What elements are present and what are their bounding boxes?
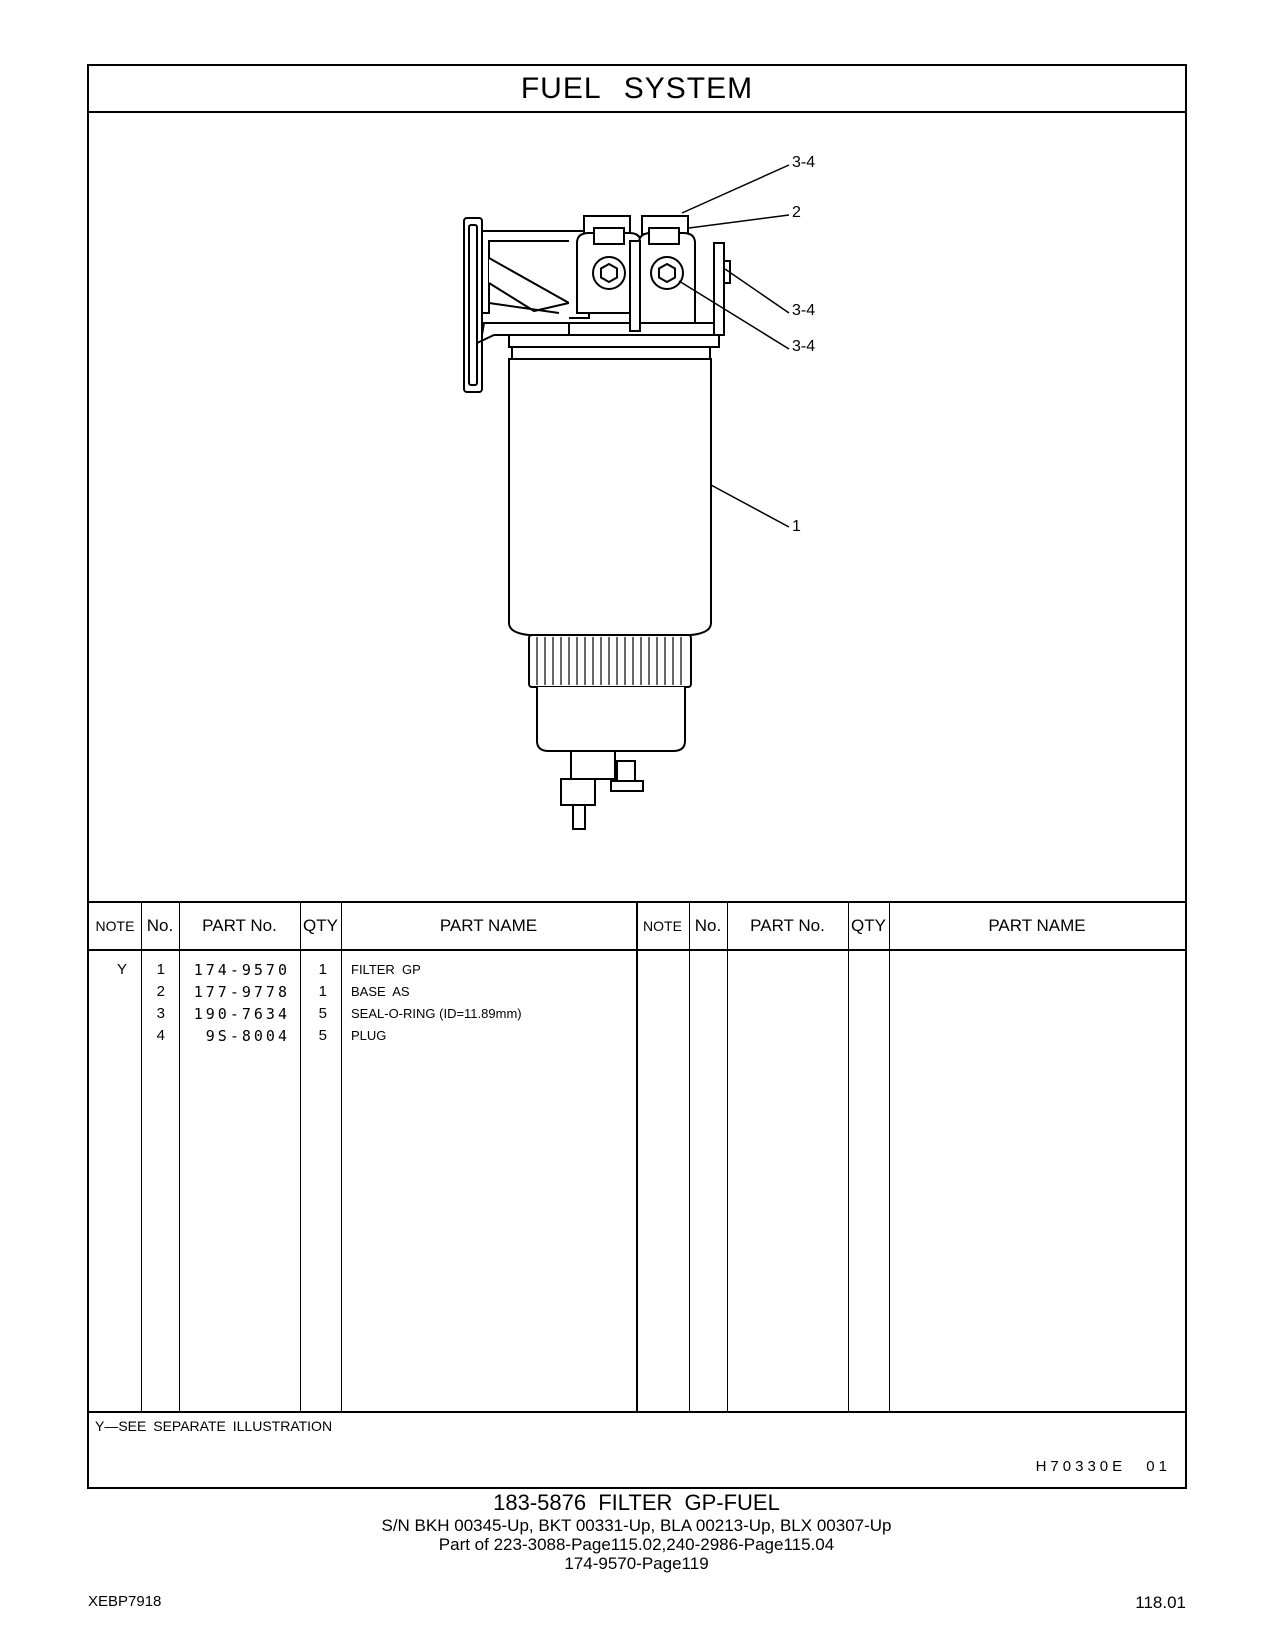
callout-label: 3-4: [792, 302, 816, 319]
header-note: NOTE: [95, 918, 135, 934]
row-qty: 5: [318, 1005, 327, 1022]
part-of-line: Part of 223-3088-Page115.02,240-2986-Pag…: [438, 1535, 835, 1554]
header-part-name: PART NAME: [439, 916, 538, 935]
row-no: 3: [156, 1005, 165, 1022]
callout-label: 1: [792, 518, 801, 535]
doc-code: H70330E 01: [1035, 1458, 1171, 1475]
table-row: 3 190-7634 5 SEAL-O-RING (ID=11.89mm): [89, 1003, 1185, 1025]
callout-label: 3-4: [792, 154, 816, 171]
row-part-no: 177-9778: [193, 983, 290, 1001]
parts-page-frame: FUEL SYSTEM: [87, 64, 1187, 1489]
footnote: Y—SEE SEPARATE ILLUSTRATION: [95, 1418, 333, 1434]
header-part-no: PART No.: [750, 916, 825, 935]
row-qty: 1: [318, 983, 327, 1000]
header-note: NOTE: [643, 918, 682, 934]
callout-label: 2: [792, 204, 801, 221]
row-part-name: SEAL-O-RING (ID=11.89mm): [351, 1006, 522, 1021]
table-row: 2 177-9778 1 BASE AS: [89, 981, 1185, 1003]
reference-line: 174-9570-Page119: [564, 1554, 709, 1573]
illustration-area: 3-4 2 3-4 3-4 1: [89, 113, 1185, 901]
fuel-filter-drawing: [463, 164, 790, 830]
callout-label: 3-4: [792, 338, 816, 355]
header-part-no: PART No.: [202, 916, 277, 935]
group-title: 183-5876 FILTER GP-FUEL: [493, 1490, 780, 1515]
table-row: 4 9S-8004 5 PLUG: [89, 1025, 1185, 1047]
header-qty: QTY: [303, 916, 338, 935]
header-no: No.: [146, 916, 174, 935]
row-part-name: PLUG: [351, 1028, 387, 1043]
row-part-no: 9S-8004: [205, 1027, 290, 1045]
serial-line: S/N BKH 00345-Up, BKT 00331-Up, BLA 0021…: [381, 1516, 892, 1535]
row-qty: 1: [318, 961, 327, 978]
row-part-name: BASE AS: [351, 984, 410, 999]
row-no: 4: [156, 1027, 165, 1044]
page-id: XEBP7918: [88, 1593, 162, 1610]
header-part-name: PART NAME: [988, 916, 1086, 935]
row-no: 1: [156, 961, 165, 978]
parts-list-table: NOTE No. PART No. QTY PART NAME NOTE No.…: [89, 901, 1185, 1413]
row-part-no: 190-7634: [193, 1005, 290, 1023]
header-qty: QTY: [851, 916, 886, 935]
header-no: No.: [694, 916, 722, 935]
row-no: 2: [156, 983, 165, 1000]
row-qty: 5: [318, 1027, 327, 1044]
row-part-name: FILTER GP: [351, 962, 421, 977]
row-note: Y: [117, 961, 128, 978]
table-row: Y 1 174-9570 1 FILTER GP: [89, 959, 1185, 981]
row-part-no: 174-9570: [193, 961, 290, 979]
page-title: FUEL SYSTEM: [89, 66, 1185, 113]
page-number: 118.01: [1135, 1593, 1186, 1612]
